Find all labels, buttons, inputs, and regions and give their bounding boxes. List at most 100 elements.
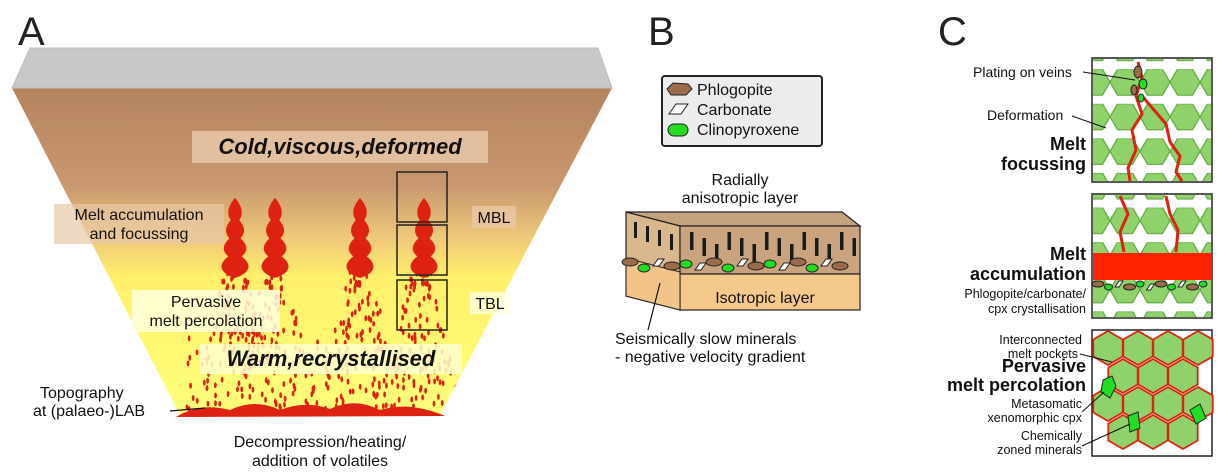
melt-droplet bbox=[407, 373, 411, 380]
percolation-label-line1: Pervasive bbox=[171, 294, 241, 311]
melt-droplet bbox=[316, 339, 319, 346]
melt-droplet bbox=[346, 378, 350, 385]
melt-droplet bbox=[241, 332, 245, 339]
olivine-grain bbox=[1152, 329, 1184, 367]
melt-droplet bbox=[292, 330, 296, 336]
melt-droplet bbox=[237, 380, 241, 387]
melt-droplet bbox=[337, 373, 341, 380]
melt-droplet bbox=[409, 283, 413, 290]
melt-droplet bbox=[368, 327, 372, 333]
anisotropy-bar bbox=[840, 232, 844, 250]
melt-flame bbox=[263, 234, 287, 260]
melt-droplet bbox=[251, 386, 255, 393]
plating-pointer bbox=[1082, 71, 1136, 81]
box2-title-line1: Melt bbox=[1050, 244, 1086, 264]
melt-droplet bbox=[266, 379, 270, 386]
melt-droplet bbox=[399, 325, 403, 332]
melt-droplet bbox=[339, 320, 343, 327]
melt-droplet bbox=[246, 279, 250, 286]
mbl-label: MBL bbox=[478, 210, 511, 227]
melt-droplet bbox=[390, 379, 394, 385]
melt-droplet bbox=[424, 387, 427, 394]
melt-droplet bbox=[418, 301, 421, 308]
melt-droplet bbox=[347, 334, 350, 341]
melt-droplet bbox=[214, 392, 217, 399]
melt-droplet bbox=[425, 316, 429, 323]
mineral-band bbox=[621, 257, 849, 273]
anisotropic-bars bbox=[634, 222, 856, 262]
melt-droplet bbox=[315, 400, 319, 406]
melt-droplet bbox=[260, 334, 263, 341]
melt-droplet bbox=[383, 391, 386, 398]
melt-droplet bbox=[381, 403, 385, 410]
melt-droplet bbox=[189, 382, 193, 389]
deformation-pointer bbox=[1071, 115, 1107, 129]
box2-title-line2: accumulation bbox=[970, 264, 1086, 284]
mbl-box-1 bbox=[396, 171, 448, 223]
box1-title-line1: Melt bbox=[1050, 134, 1086, 154]
tbl-label: TBL bbox=[475, 296, 504, 313]
melt-droplet bbox=[421, 394, 424, 401]
slow-minerals-pointer bbox=[647, 282, 661, 331]
melt-droplet bbox=[355, 332, 359, 339]
legend-carbonate: Carbonate bbox=[697, 102, 772, 119]
mbl-box-2 bbox=[396, 224, 448, 276]
melt-droplet bbox=[346, 301, 350, 307]
clinopyroxene-icon bbox=[667, 123, 689, 137]
melt-droplet bbox=[264, 396, 267, 403]
melt-droplet bbox=[361, 298, 364, 305]
melt-droplet bbox=[433, 378, 436, 385]
melt-droplet bbox=[229, 333, 232, 340]
melt-droplet bbox=[328, 374, 331, 381]
melt-droplet bbox=[293, 385, 297, 392]
olivine-grain bbox=[1092, 329, 1124, 367]
melt-droplet bbox=[342, 320, 346, 326]
melt-droplet bbox=[270, 337, 274, 344]
top-label-line2: anisotropic layer bbox=[682, 190, 799, 207]
melt-droplet bbox=[375, 300, 378, 307]
melt-droplet bbox=[414, 395, 418, 401]
melt-droplet bbox=[283, 401, 286, 408]
melt-flame bbox=[410, 252, 438, 278]
melt-droplet bbox=[236, 386, 239, 393]
melt-droplet bbox=[378, 383, 381, 390]
melt-droplet bbox=[282, 381, 286, 387]
melt-droplet bbox=[427, 285, 431, 292]
melt-droplet bbox=[414, 316, 418, 323]
melt-droplet bbox=[395, 373, 399, 380]
olivine-grain bbox=[1182, 329, 1214, 367]
melt-droplet bbox=[220, 376, 224, 383]
box3-title-line1: Pervasive bbox=[1002, 356, 1086, 376]
zoned-label-line2: zoned minerals bbox=[997, 443, 1082, 457]
olivine-grain bbox=[1137, 413, 1169, 451]
carbonate-grain bbox=[736, 258, 749, 267]
b-bottom-label-line1: Seismically slow minerals bbox=[615, 331, 796, 348]
bottom-label-line1: Decompression/heating/ bbox=[234, 434, 407, 451]
box2-note-line1: Phlogopite/carbonate/ bbox=[964, 287, 1086, 301]
tbl-box bbox=[396, 279, 448, 331]
phlogopite-grain bbox=[1186, 283, 1199, 291]
melt-droplet bbox=[419, 384, 423, 391]
box3-title-line2: melt percolation bbox=[947, 375, 1086, 395]
melt-droplet bbox=[435, 305, 439, 312]
deformation-label: Deformation bbox=[987, 107, 1063, 123]
cpx-grain-1 bbox=[1100, 375, 1117, 399]
phlogopite-grain bbox=[1091, 280, 1105, 288]
melt-droplet bbox=[264, 377, 268, 384]
melt-droplet bbox=[384, 402, 388, 409]
anisotropy-bar bbox=[852, 238, 856, 256]
topography-pointer bbox=[169, 407, 206, 412]
melt-droplet bbox=[402, 384, 405, 391]
melt-droplet bbox=[364, 315, 368, 322]
melt-droplet bbox=[324, 381, 328, 388]
melt-droplet bbox=[434, 298, 438, 305]
cpx-grain bbox=[1198, 280, 1208, 288]
panel-a-letter: A bbox=[18, 10, 45, 54]
anisotropy-bar bbox=[752, 244, 756, 262]
accumulation-label-bg bbox=[54, 204, 224, 244]
olivine-grain bbox=[1152, 385, 1184, 423]
melt-droplet bbox=[393, 402, 396, 409]
melt-droplet bbox=[276, 330, 280, 337]
melt-droplet bbox=[222, 278, 226, 285]
melt-droplet bbox=[283, 395, 287, 402]
